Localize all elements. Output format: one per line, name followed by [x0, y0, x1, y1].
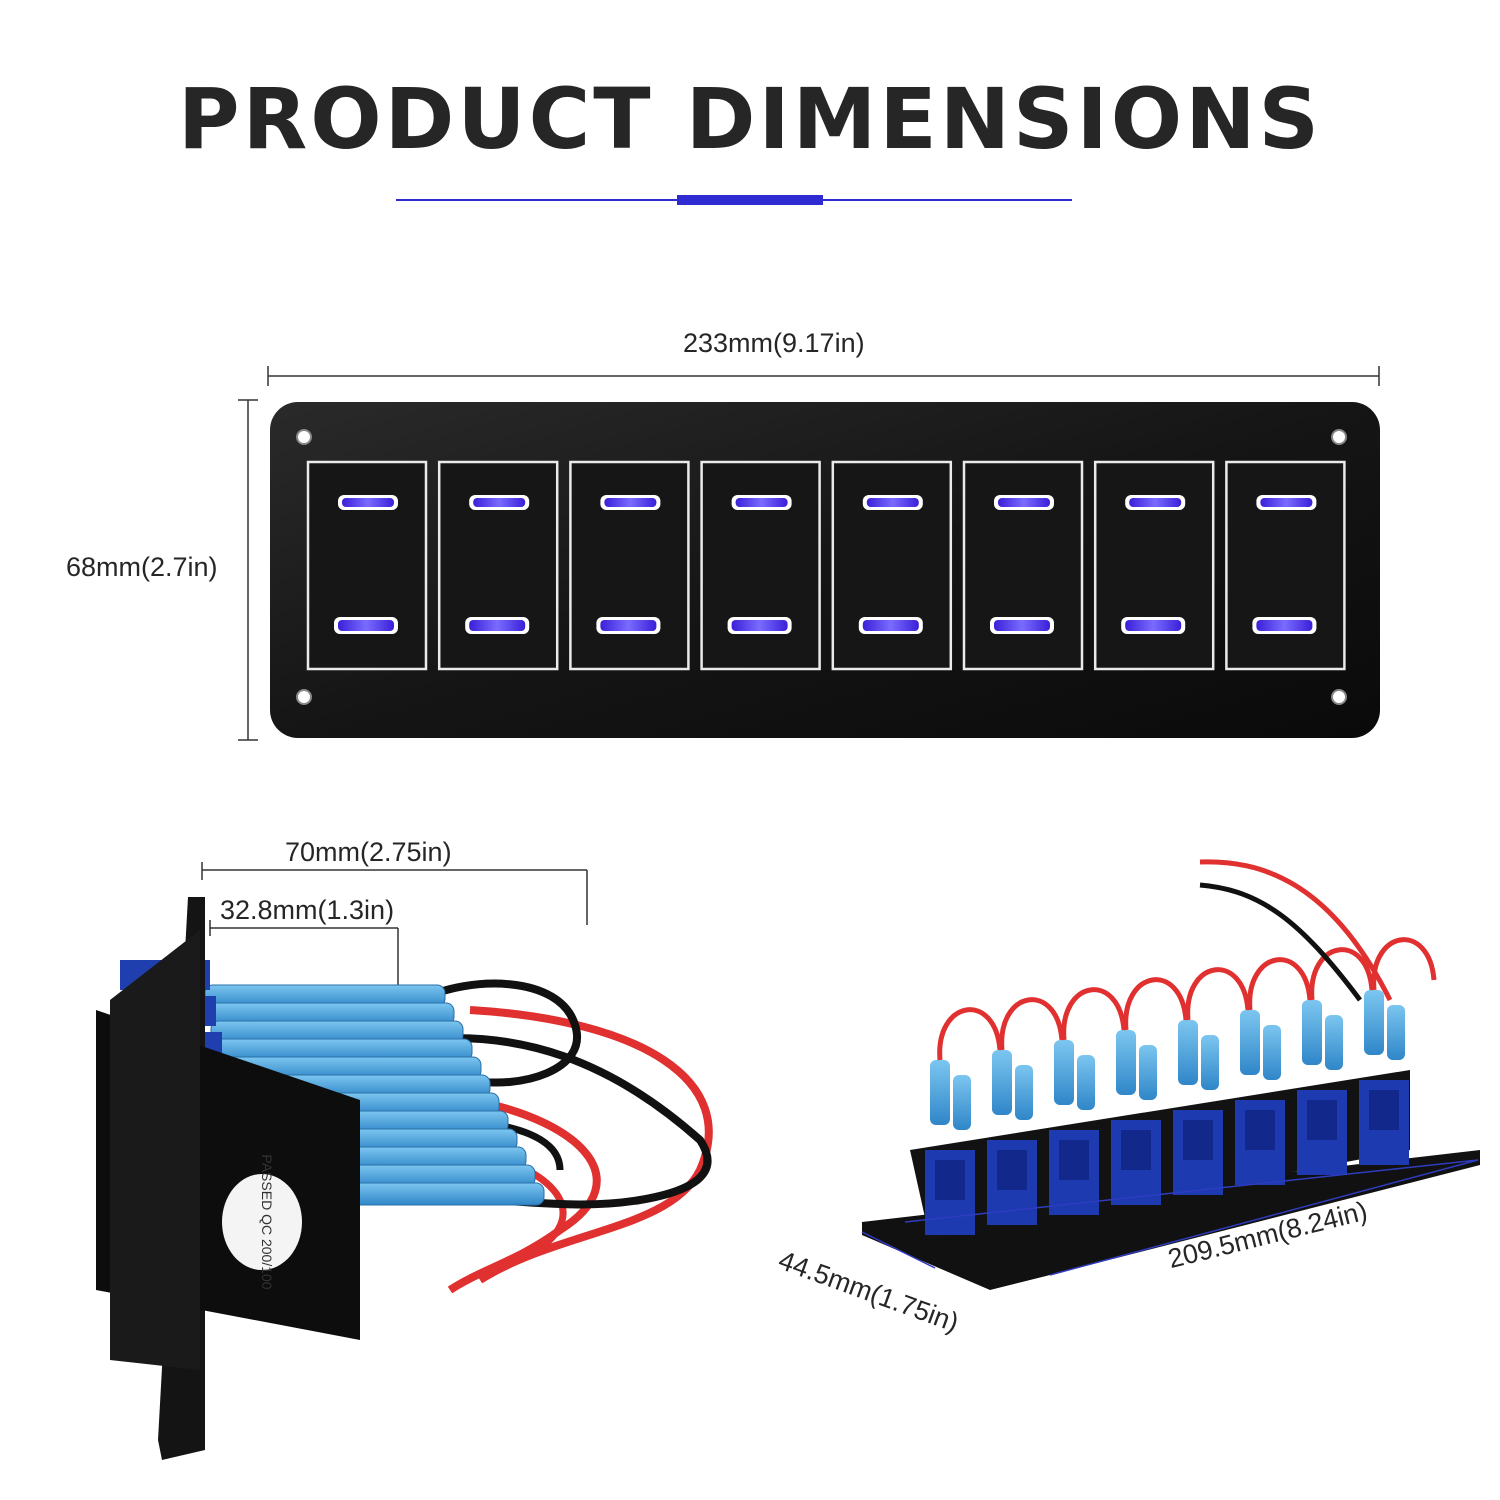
jumper-wire [999, 997, 1065, 1051]
title-accent-bar [677, 195, 823, 205]
led-indicator-bottom [1125, 620, 1182, 631]
rocker-switch [1093, 460, 1215, 671]
base-dimension-lines [861, 1159, 1479, 1276]
wire-connector [992, 1050, 1012, 1115]
depth-body-label: 32.8mm(1.3in) [220, 895, 395, 925]
led-indicator-bottom [600, 620, 657, 631]
led-indicator-bottom [338, 620, 394, 631]
wire-connector [1387, 1005, 1405, 1060]
mount-hole-bottom-right [1331, 689, 1347, 705]
rocker-switch [1225, 460, 1346, 671]
wire-connector [1077, 1055, 1095, 1110]
led-indicator-top [866, 498, 919, 507]
led-indicator-bottom [469, 620, 526, 631]
led-indicator-top [998, 498, 1050, 507]
jumper-wire [1309, 947, 1375, 1001]
wire-connector [1263, 1025, 1281, 1080]
rear-switch-body [1049, 987, 1127, 1215]
wire-connector [930, 1060, 950, 1125]
rocker-switch [962, 460, 1084, 671]
led-indicator-bottom [1256, 620, 1313, 631]
wire-connector [1201, 1035, 1219, 1090]
led-indicator-top [342, 498, 394, 507]
switch-panel-front [270, 402, 1380, 738]
rear-switch-body [1235, 957, 1313, 1185]
mount-hole-top-left [296, 429, 312, 445]
switch-panel-side-view: PASSED QC 200/100 [96, 897, 713, 1460]
wire-connector [1240, 1010, 1260, 1075]
wire-connector [1325, 1015, 1343, 1070]
led-indicator-bottom [731, 620, 788, 631]
mount-hole-bottom-left [296, 689, 312, 705]
led-indicator-top [1129, 498, 1182, 507]
led-indicator-top [735, 498, 788, 507]
rear-switch-body [925, 1007, 1003, 1235]
jumper-wire [1061, 987, 1127, 1041]
rocker-switch [831, 460, 953, 671]
jumper-wire [1247, 957, 1313, 1011]
led-indicator-bottom [862, 620, 919, 631]
width-dimension-line [267, 366, 1380, 386]
switch-panel-rear-view [862, 859, 1480, 1290]
rocker-switch [700, 460, 821, 671]
rocker-switch [437, 460, 559, 671]
led-indicator-bottom [994, 620, 1050, 631]
wire-connector [1054, 1040, 1074, 1105]
wire-connector [1139, 1045, 1157, 1100]
rocker-switch [306, 460, 428, 671]
rear-switch-body [1359, 937, 1437, 1165]
jumper-wire [1185, 967, 1251, 1021]
height-dimension-label: 68mm(2.7in) [66, 552, 218, 582]
wire-connector [1178, 1020, 1198, 1085]
depth-dimension-lines [201, 862, 588, 1005]
rocker-switch [569, 460, 690, 671]
depth-total-label: 70mm(2.75in) [285, 837, 452, 867]
wire-connector [953, 1075, 971, 1130]
wire-connector [1364, 990, 1384, 1055]
led-indicator-top [473, 498, 526, 507]
qc-sticker-text: PASSED QC 200/100 [259, 1154, 275, 1289]
mount-hole-top-right [1331, 429, 1347, 445]
height-dimension-line [238, 399, 258, 741]
rear-switch-body [1173, 967, 1251, 1195]
rear-switch-body [1297, 947, 1375, 1175]
led-indicator-top [1260, 498, 1313, 507]
rear-switch-body [1111, 977, 1189, 1205]
jumper-wire [937, 1007, 1003, 1061]
width-dimension-label: 233mm(9.17in) [683, 328, 865, 358]
wire-connector [1116, 1030, 1136, 1095]
qc-sticker [222, 1174, 302, 1270]
wire-connector [1015, 1065, 1033, 1120]
page-title: PRODUCT DIMENSIONS [178, 70, 1322, 168]
jumper-wire [1123, 977, 1189, 1031]
led-indicator-top [604, 498, 657, 507]
wire-connector [1302, 1000, 1322, 1065]
